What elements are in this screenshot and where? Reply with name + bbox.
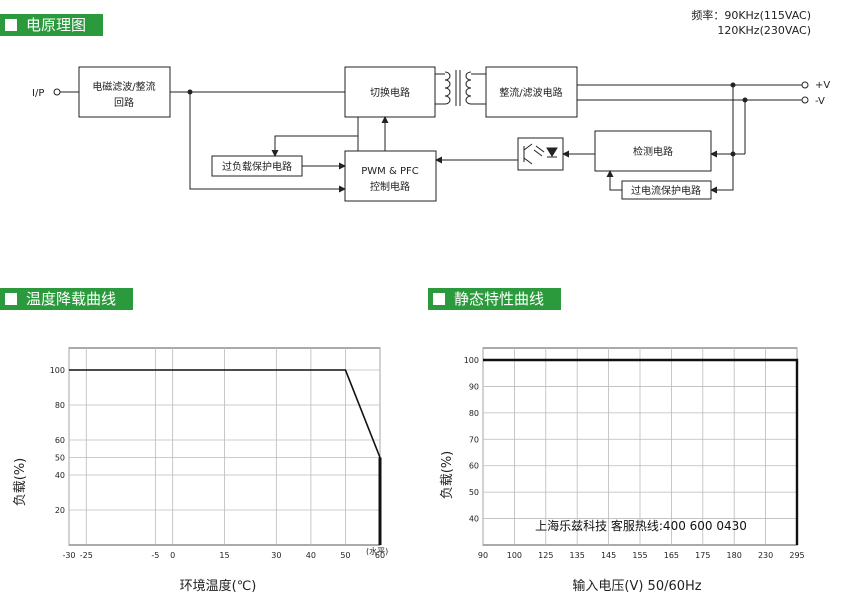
frequency-line-2: 120KHz(230VAC) [717, 24, 811, 37]
x-tick-label: 155 [632, 551, 647, 560]
x-tick-label: 180 [727, 551, 742, 560]
frequency-note: 频率：90KHz(115VAC) 120KHz(230VAC) [691, 8, 811, 38]
schematic-header: 电原理图 [0, 14, 103, 36]
x-tick-label: 135 [570, 551, 585, 560]
header-square-icon [433, 293, 445, 305]
x-tick-label: 230 [758, 551, 773, 560]
static-series-line [483, 358, 799, 545]
input-terminal [53, 88, 61, 96]
x-tick-label: 295 [789, 551, 804, 560]
frequency-line-1: 频率：90KHz(115VAC) [691, 9, 811, 22]
rectifier-label: 整流/滤波电路 [499, 86, 562, 99]
x-tick-label: 100 [507, 551, 522, 560]
pwm-pfc-label-1: PWM & PFC [361, 166, 418, 177]
y-tick-label: 40 [469, 515, 479, 524]
pwm-pfc-block [344, 150, 437, 202]
x-tick-label: 30 [271, 551, 281, 560]
x-tick-label: 60 [375, 551, 385, 560]
emi-filter-label-1: 电磁滤波/整流 [92, 80, 155, 93]
derating-header-label: 温度降载曲线 [26, 290, 117, 308]
emi-filter-label-2: 回路 [114, 96, 134, 109]
derating-x-label: 环境温度(℃) [180, 578, 257, 594]
static-x-label: 输入电压(V) 50/60Hz [572, 578, 701, 594]
x-tick-label: 165 [664, 551, 679, 560]
overcurrent-label: 过电流保护电路 [631, 184, 701, 197]
y-tick-label: 50 [55, 454, 65, 463]
x-tick-label: 40 [306, 551, 316, 560]
neg-output-terminal [801, 96, 809, 104]
static-header: 静态特性曲线 [428, 288, 561, 310]
x-tick-label: 175 [695, 551, 710, 560]
overload-label: 过负载保护电路 [222, 160, 292, 173]
y-tick-label: 40 [55, 471, 65, 480]
watermark: 上海乐兹科技 客服热线:400 600 0430 [535, 518, 747, 533]
y-tick-label: 100 [50, 366, 65, 375]
x-tick-label: -30 [62, 551, 75, 560]
x-tick-label: 125 [538, 551, 553, 560]
static-header-label: 静态特性曲线 [454, 290, 545, 308]
y-tick-label: 100 [464, 356, 479, 365]
block-diagram: I/P 电磁滤波/整流 回路 切换电路 整流/滤波电路 +V -V 检测电路 过… [32, 66, 830, 202]
y-tick-label: 90 [469, 382, 479, 391]
y-tick-label: 20 [55, 506, 65, 515]
optocoupler-symbol [523, 143, 558, 165]
y-tick-label: 80 [469, 409, 479, 418]
x-tick-label: 0 [170, 551, 175, 560]
y-tick-label: 50 [469, 488, 479, 497]
derating-header: 温度降载曲线 [0, 288, 133, 310]
schematic-header-label: 电原理图 [26, 16, 87, 34]
y-tick-label: 60 [469, 462, 479, 471]
static-chart: 90 100 125 135 145 155 165 175 180 230 295 40 50 60 70… [440, 347, 805, 594]
x-tick-label: -25 [80, 551, 93, 560]
switch-label: 切换电路 [370, 86, 410, 99]
x-tick-label: -5 [151, 551, 159, 560]
switch-block [344, 66, 436, 118]
neg-output-label: -V [815, 96, 825, 107]
pos-output-terminal [801, 81, 809, 89]
y-tick-label: 80 [55, 401, 65, 410]
detect-label: 检测电路 [633, 145, 673, 158]
header-square-icon [5, 19, 17, 31]
derating-chart: -30 -25 -5 0 15 30 40 50 60 20 40 50 60 80 100 (水平) 环境… [13, 347, 388, 594]
x-tick-label: 145 [601, 551, 616, 560]
input-label: I/P [32, 88, 44, 99]
y-tick-label: 60 [55, 436, 65, 445]
pwm-pfc-label-2: 控制电路 [370, 180, 410, 193]
rectifier-block [485, 66, 578, 118]
x-tick-label: 15 [219, 551, 229, 560]
x-tick-label: 90 [478, 551, 488, 560]
header-square-icon [5, 293, 17, 305]
optocoupler-icon [517, 137, 564, 171]
static-y-label: 负载(%) [440, 451, 455, 500]
derating-x-note: (水平) [366, 546, 388, 556]
derating-y-label: 负载(%) [13, 458, 28, 507]
y-tick-label: 70 [469, 435, 479, 444]
transformer-icon [444, 70, 472, 106]
pos-output-label: +V [815, 80, 830, 91]
detect-block [594, 130, 712, 172]
x-tick-label: 50 [340, 551, 350, 560]
